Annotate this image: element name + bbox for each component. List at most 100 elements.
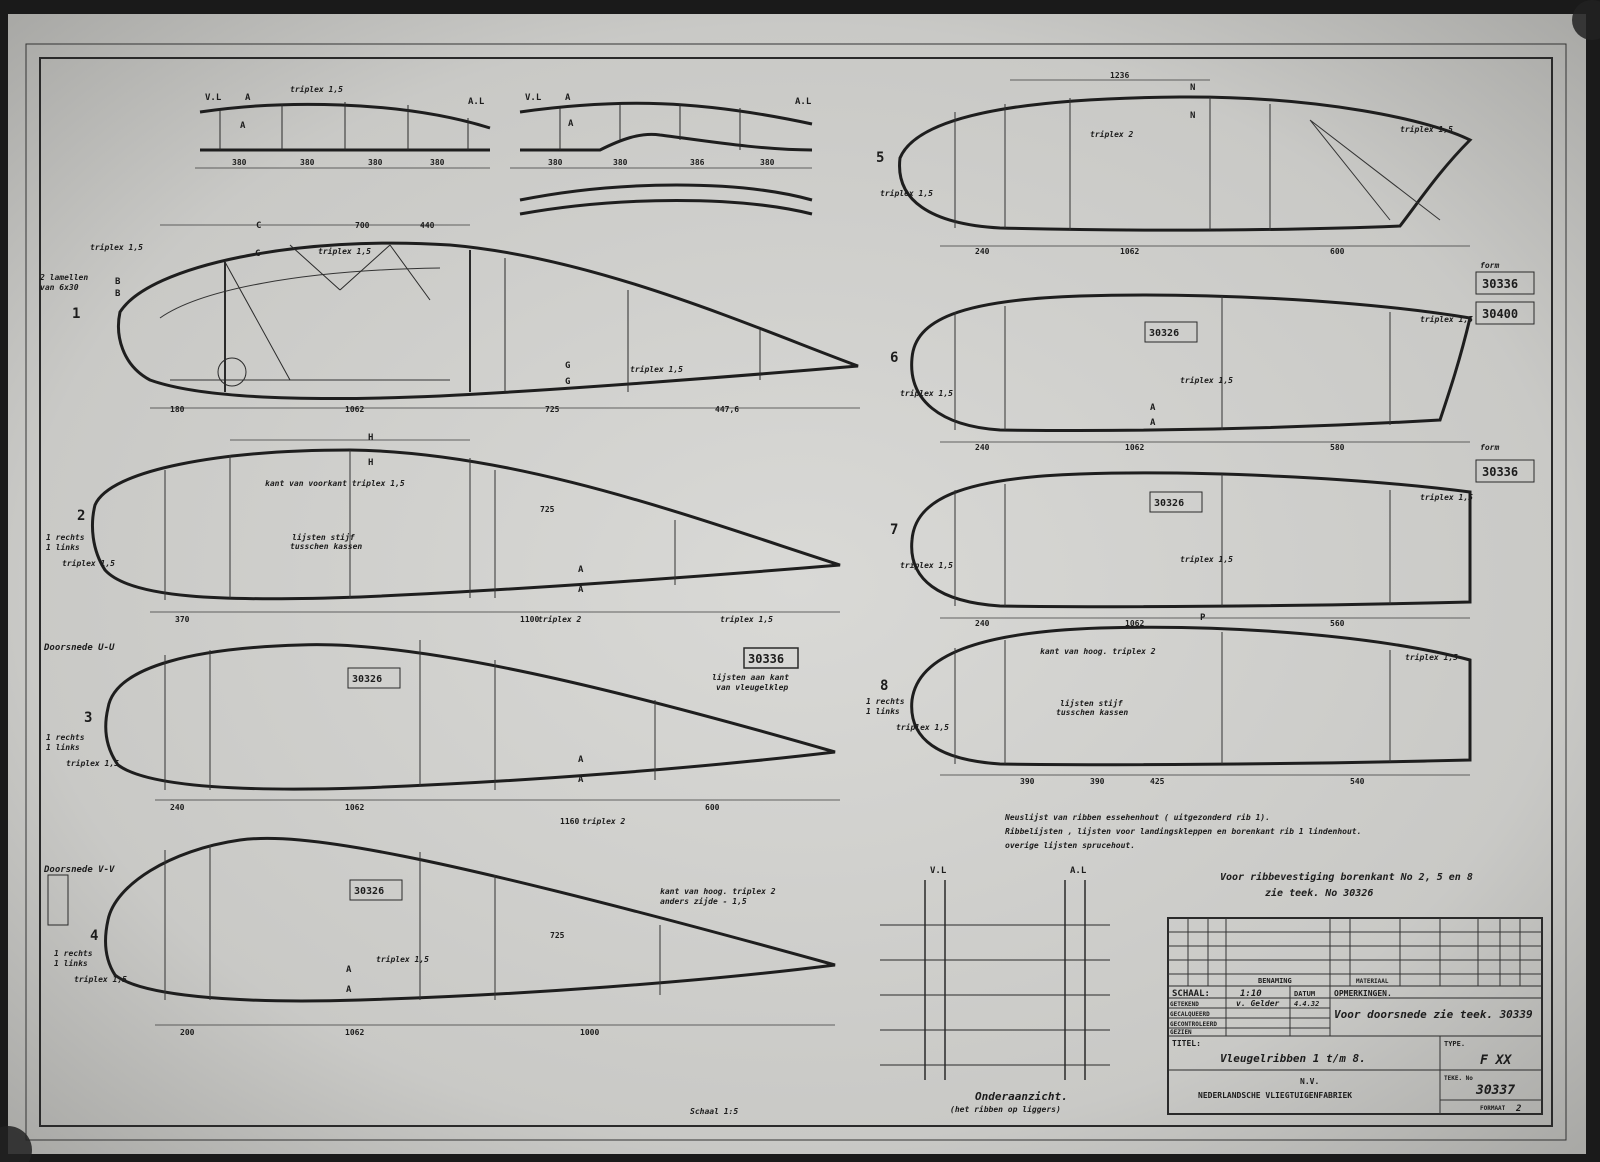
svg-text:NEDERLANDSCHE VLIEGTUIGENFABRI: NEDERLANDSCHE VLIEGTUIGENFABRIEK [1198, 1091, 1352, 1100]
svg-text:725: 725 [540, 505, 555, 514]
svg-text:triplex 1,5: triplex 1,5 [630, 364, 683, 374]
svg-text:Voor ribbevestiging borenkant: Voor ribbevestiging borenkant No 2, 5 en… [1220, 871, 1473, 883]
svg-text:GEZIEN: GEZIEN [1170, 1029, 1192, 1036]
svg-text:240: 240 [975, 443, 990, 452]
svg-text:30336: 30336 [748, 652, 784, 666]
svg-text:triplex 1,5: triplex 1,5 [66, 758, 119, 768]
svg-text:447,6: 447,6 [715, 405, 739, 414]
svg-text:1 rechts: 1 rechts [54, 949, 93, 958]
svg-text:B: B [115, 289, 121, 299]
svg-text:A.L: A.L [795, 97, 812, 107]
svg-text:GECONTROLEERD: GECONTROLEERD [1170, 1021, 1217, 1028]
svg-text:380: 380 [368, 158, 383, 167]
svg-text:30326: 30326 [1149, 328, 1179, 339]
rib-1-number: 1 [72, 306, 80, 322]
svg-text:380: 380 [760, 158, 775, 167]
svg-text:1062: 1062 [1125, 443, 1144, 452]
svg-text:2: 2 [77, 508, 85, 524]
svg-text:DATUM: DATUM [1294, 990, 1315, 998]
svg-text:600: 600 [705, 803, 720, 812]
svg-text:6: 6 [890, 350, 898, 366]
svg-text:200: 200 [180, 1028, 195, 1037]
svg-text:triplex 2: triplex 2 [538, 614, 582, 624]
svg-text:(het ribben op liggers): (het ribben op liggers) [950, 1104, 1061, 1114]
svg-text:380: 380 [430, 158, 445, 167]
svg-text:240: 240 [170, 803, 185, 812]
svg-text:1 links: 1 links [54, 958, 88, 968]
svg-text:180: 180 [170, 405, 185, 414]
svg-text:TITEL:: TITEL: [1172, 1039, 1201, 1048]
svg-text:240: 240 [975, 247, 990, 256]
svg-text:A: A [1150, 403, 1156, 413]
svg-text:triplex 1,5: triplex 1,5 [90, 242, 143, 252]
svg-text:G: G [565, 377, 570, 387]
sheet-border [39, 57, 1553, 1127]
svg-text:triplex 1,5: triplex 1,5 [62, 558, 115, 568]
svg-text:triplex 1,5: triplex 1,5 [720, 614, 773, 624]
bottom-view-drawing: V.L A.L Onderaanzicht. (het ribben op li… [690, 866, 1110, 1116]
svg-text:triplex 1,5: triplex 1,5 [896, 722, 949, 732]
notes-block: Neuslijst van ribben essehenhout ( uitge… [1004, 812, 1473, 899]
svg-text:OPMERKINGEN.: OPMERKINGEN. [1334, 989, 1392, 998]
svg-text:H: H [368, 433, 373, 443]
svg-text:425: 425 [1150, 777, 1165, 786]
rib-1-drawing: 1 2 lamellen van 6x30 triplex 1,5 triple… [39, 221, 860, 414]
svg-text:B: B [115, 277, 121, 287]
svg-text:7: 7 [890, 522, 898, 538]
svg-text:form: form [1480, 261, 1499, 270]
svg-text:386: 386 [690, 158, 705, 167]
svg-text:van 6x30: van 6x30 [40, 283, 79, 292]
svg-text:1:10: 1:10 [1240, 989, 1262, 999]
svg-text:2 lamellen: 2 lamellen [39, 273, 88, 282]
svg-text:30336: 30336 [1482, 465, 1518, 479]
svg-text:380: 380 [232, 158, 247, 167]
svg-text:V.L: V.L [930, 866, 947, 876]
svg-text:A.L: A.L [1070, 866, 1087, 876]
rib-5-drawing: 5 triplex 1,5 triplex 2 triplex 1,5 N N … [876, 71, 1473, 256]
svg-text:P: P [1200, 613, 1206, 623]
svg-text:1100: 1100 [520, 615, 539, 624]
svg-text:form: form [1480, 443, 1499, 452]
svg-text:30337: 30337 [1475, 1083, 1515, 1098]
svg-text:560: 560 [1330, 619, 1345, 628]
svg-text:lijsten aan kant: lijsten aan kant [712, 672, 789, 682]
svg-text:V.L: V.L [525, 93, 542, 103]
svg-text:G: G [565, 361, 570, 371]
svg-text:triplex 1,5: triplex 1,5 [900, 560, 953, 570]
svg-text:TEKE. No: TEKE. No [1444, 1075, 1473, 1082]
svg-text:540: 540 [1350, 777, 1365, 786]
svg-text:anders zijde - 1,5: anders zijde - 1,5 [660, 896, 747, 906]
svg-text:overige lijsten sprucehout.: overige lijsten sprucehout. [1005, 840, 1135, 850]
rib-8-drawing: 8 1 rechts 1 links triplex 1,5 kant van … [866, 613, 1472, 786]
svg-text:A: A [240, 121, 246, 131]
svg-text:4: 4 [90, 928, 98, 944]
svg-text:triplex 1,5: triplex 1,5 [1400, 124, 1453, 134]
svg-text:A: A [245, 93, 251, 103]
svg-text:30336: 30336 [1482, 277, 1518, 291]
svg-text:1062: 1062 [345, 1028, 364, 1037]
svg-text:triplex 1,5: triplex 1,5 [1420, 314, 1473, 324]
svg-text:C: C [256, 221, 261, 231]
svg-text:triplex 1,5: triplex 1,5 [290, 84, 343, 94]
svg-text:triplex 1,5: triplex 1,5 [1180, 375, 1233, 385]
svg-text:A: A [578, 585, 584, 595]
svg-text:1 links: 1 links [866, 706, 900, 716]
svg-text:380: 380 [300, 158, 315, 167]
svg-text:Doorsnede U-U: Doorsnede U-U [43, 643, 115, 653]
svg-text:triplex 1,5: triplex 1,5 [376, 954, 429, 964]
svg-text:1 rechts: 1 rechts [46, 533, 85, 542]
svg-text:5: 5 [876, 150, 884, 166]
svg-text:kant van hoog. triplex 2: kant van hoog. triplex 2 [1040, 646, 1156, 656]
svg-text:lijsten stijf: lijsten stijf [1060, 698, 1123, 708]
svg-text:725: 725 [550, 931, 565, 940]
rib-3-drawing: 3 1 rechts 1 links triplex 1,5 Doorsnede… [43, 640, 840, 826]
svg-text:BENAMING: BENAMING [1258, 977, 1292, 985]
svg-text:Schaal 1:5: Schaal 1:5 [690, 1107, 738, 1116]
svg-text:A: A [568, 119, 574, 129]
svg-text:Voor doorsnede zie teek. 30339: Voor doorsnede zie teek. 30339 [1334, 1008, 1533, 1021]
right-reference-boxes: form 30336 30400 form 30336 [1475, 261, 1535, 483]
svg-text:FORMAAT: FORMAAT [1480, 1105, 1506, 1112]
svg-text:440: 440 [420, 221, 435, 230]
rib-7-drawing: 7 triplex 1,5 triplex 1,5 triplex 1,5 30… [890, 471, 1473, 628]
